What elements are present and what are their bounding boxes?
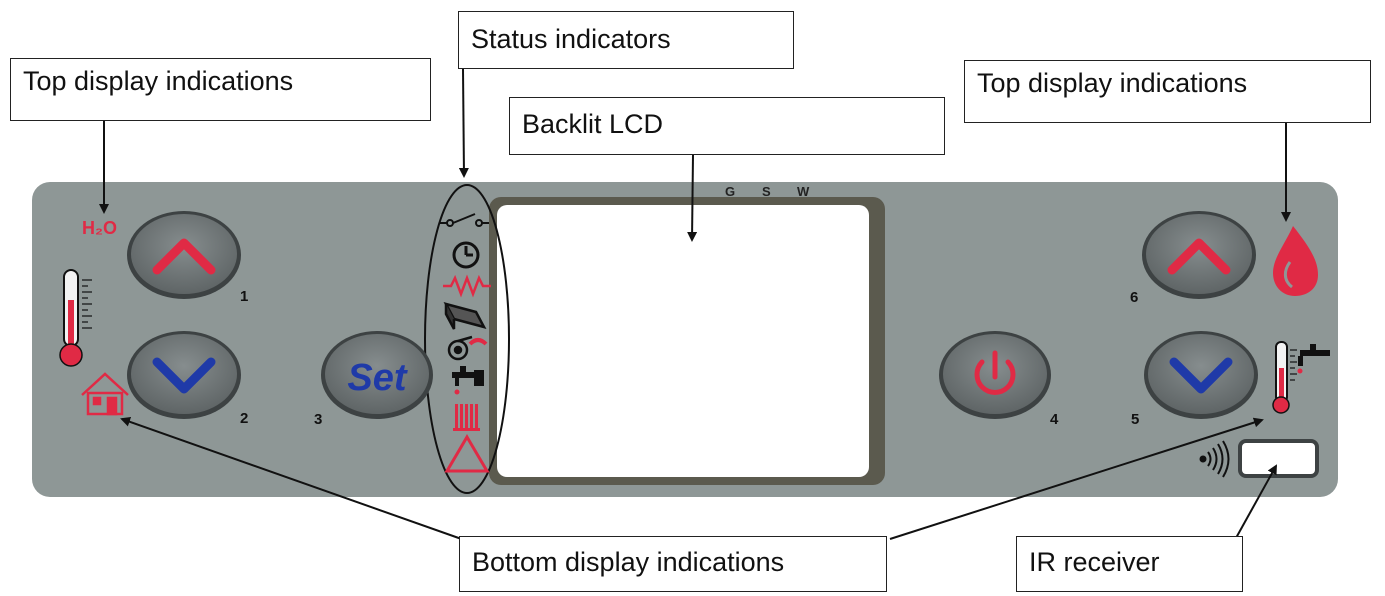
callout-ir-receiver: IR receiver [1016, 536, 1243, 592]
thermometer-icon [59, 269, 92, 367]
fan-icon [447, 335, 488, 361]
pellet-icon [443, 302, 487, 330]
callout-backlit-lcd: Backlit LCD [509, 97, 945, 155]
arrow-bottom-left [120, 416, 471, 543]
set-button[interactable]: Set [321, 331, 433, 419]
button-number-3: 3 [314, 411, 322, 428]
radiator-icon [453, 404, 480, 431]
chevron-up-icon [152, 238, 216, 275]
button-number-1: 1 [240, 288, 248, 305]
lcd-letter-s: S [762, 184, 771, 199]
clock-icon [452, 241, 480, 269]
callout-bottom-display: Bottom display indications [459, 536, 887, 592]
house-icon [81, 372, 129, 416]
arrow-bottom-right [889, 417, 1264, 540]
set-label: Set [347, 357, 407, 399]
lcd-letter-w: W [797, 184, 810, 199]
switch-icon [440, 213, 489, 227]
button-number-4: 4 [1050, 411, 1059, 428]
h2o-label: H₂O [82, 218, 117, 238]
ir-signal-icon [1199, 440, 1230, 478]
ir-receiver-window [1238, 439, 1319, 478]
chevron-down-icon [152, 357, 216, 394]
callout-status-indicators: Status indicators [458, 11, 794, 69]
callout-top-display-left: Top display indications [10, 58, 431, 121]
tap-thermometer-icon [1272, 341, 1330, 414]
backlit-lcd-screen [497, 205, 869, 477]
tap-icon [452, 366, 484, 395]
arrow-status-indicators [458, 68, 469, 178]
flame-drop-icon [1273, 226, 1318, 296]
power-button[interactable] [939, 331, 1051, 419]
callout-top-display-right: Top display indications [964, 60, 1371, 123]
power-icon [974, 359, 1016, 395]
button-6-up[interactable] [1142, 211, 1256, 299]
arrow-ir-receiver [1235, 464, 1277, 539]
button-1-up[interactable] [127, 211, 241, 299]
warning-icon [444, 434, 490, 473]
button-number-6: 6 [1130, 289, 1138, 306]
button-5-down[interactable] [1144, 331, 1258, 419]
button-2-down[interactable] [127, 331, 241, 419]
button-number-5: 5 [1131, 411, 1139, 428]
button-number-2: 2 [240, 410, 248, 427]
resistor-icon [443, 274, 491, 298]
lcd-letter-g: G [725, 184, 735, 199]
status-indicators-ellipse [424, 184, 510, 494]
arrow-backlit-lcd [687, 154, 698, 242]
chevron-down-icon [1169, 357, 1233, 394]
chevron-up-icon [1167, 238, 1231, 275]
